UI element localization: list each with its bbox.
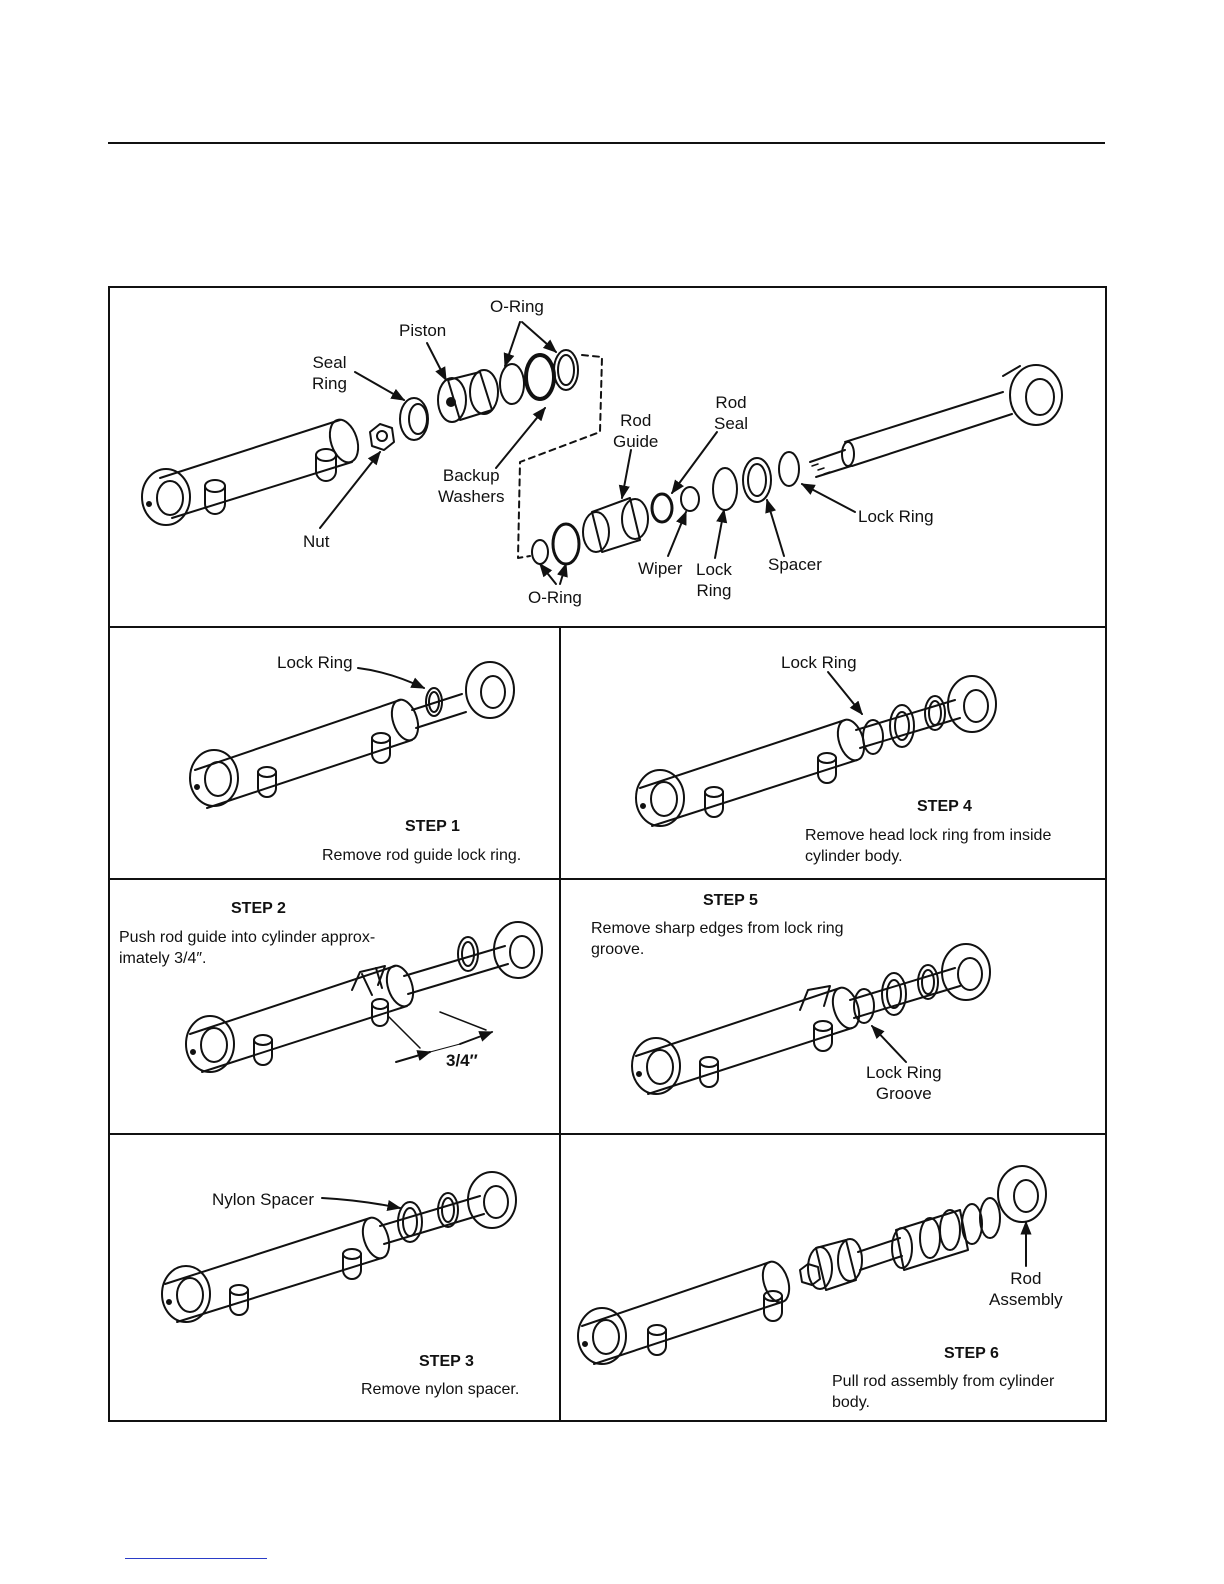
divider (108, 626, 1105, 628)
step5-lock-ring-groove-label: Lock Ring Groove (866, 1063, 942, 1103)
step6-description: Pull rod assembly from cylinder body. (832, 1373, 1055, 1411)
step4-title: STEP 4 (917, 798, 972, 815)
divider (108, 878, 1105, 880)
step1-description: Remove rod guide lock ring. (322, 847, 522, 864)
spacer-label: Spacer (768, 555, 822, 574)
header-rule (108, 142, 1105, 144)
step2-drawing (185, 921, 543, 1073)
seal-ring-label: Seal Ring (312, 353, 347, 393)
step2-dimension: 3/4″ (446, 1051, 478, 1070)
step5-description: Remove sharp edges from lock ring groove… (591, 920, 844, 958)
step6-drawing (577, 1165, 1047, 1365)
lock-ring-bottom-label: Lock Ring (696, 560, 732, 600)
step2-title: STEP 2 (231, 900, 286, 917)
rod-guide-label: Rod Guide (613, 411, 659, 451)
backup-washers-label: Backup Washers (438, 466, 505, 506)
step1-title: STEP 1 (405, 818, 460, 835)
step2-description: Push rod guide into cylinder approx- ima… (119, 929, 376, 967)
figure-frame (108, 286, 1107, 1422)
step5-drawing (631, 943, 991, 1095)
lock-ring-right-label: Lock Ring (858, 507, 934, 526)
nut-label: Nut (303, 532, 330, 551)
step6-title: STEP 6 (944, 1345, 999, 1362)
wiper-label: Wiper (638, 559, 683, 578)
step3-title: STEP 3 (419, 1353, 474, 1370)
step4-drawing (635, 671, 997, 827)
step6-rod-assembly-label: Rod Assembly (989, 1269, 1063, 1309)
step4-lock-ring-label: Lock Ring (781, 653, 857, 672)
piston-label: Piston (399, 321, 447, 340)
step3-nylon-spacer-label: Nylon Spacer (212, 1190, 315, 1209)
divider (559, 626, 561, 1420)
o-ring-bottom-label: O-Ring (528, 588, 582, 607)
step3-drawing (161, 1171, 517, 1323)
step4-description: Remove head lock ring from inside cylind… (805, 827, 1052, 865)
step3-description: Remove nylon spacer. (361, 1381, 520, 1398)
step1-lock-ring-label: Lock Ring (277, 653, 353, 672)
step5-title: STEP 5 (703, 892, 758, 909)
divider (108, 1133, 1105, 1135)
o-ring-top-label: O-Ring (490, 297, 544, 316)
exploded-view-drawing (141, 321, 1063, 585)
step1-drawing (189, 661, 515, 809)
footer-link-underline (125, 1558, 267, 1559)
rod-seal-label: Rod Seal (714, 393, 749, 433)
